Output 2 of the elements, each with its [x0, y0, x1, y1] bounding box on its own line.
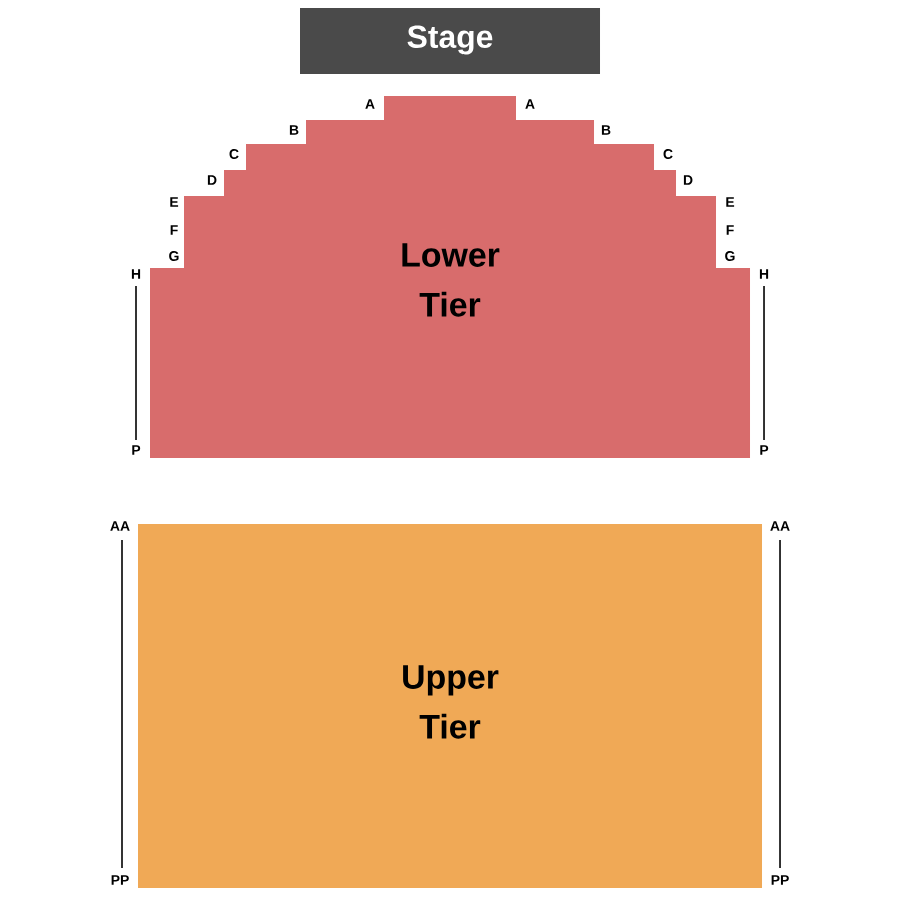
seating-section: Upper Tier [138, 524, 762, 888]
stage-box: Stage [300, 8, 600, 74]
